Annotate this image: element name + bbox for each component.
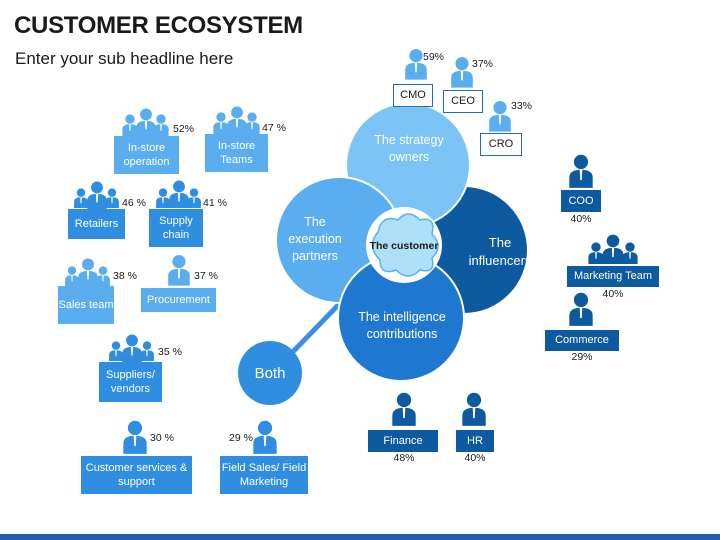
ceo-box: CEO bbox=[443, 90, 483, 113]
retailers-box: Retailers bbox=[68, 209, 125, 239]
customer-core bbox=[366, 207, 442, 283]
execution-label: The execution partners bbox=[288, 215, 342, 263]
customer-services-box: Customer services & support bbox=[81, 456, 192, 494]
procurement-pct: 37 % bbox=[194, 270, 218, 282]
field-sales-box: Field Sales/ Field Marketing bbox=[220, 456, 308, 494]
finance-box: Finance bbox=[368, 430, 438, 452]
customer-services-pct: 30 % bbox=[150, 432, 174, 444]
field-sales-pct: 29 % bbox=[229, 432, 253, 444]
page-title: CUSTOMER ECOSYSTEM bbox=[14, 12, 303, 39]
cmo-pct: 59% bbox=[423, 51, 445, 63]
strategy-label: The strategy owners bbox=[374, 133, 444, 164]
person-icon bbox=[95, 266, 111, 286]
person-icon bbox=[568, 292, 594, 326]
person-icon bbox=[122, 420, 148, 454]
intelligence-label: The intelligence contributions bbox=[358, 310, 446, 341]
sales-pct: 38 % bbox=[113, 270, 137, 282]
person-icon bbox=[186, 188, 202, 208]
person-icon bbox=[139, 341, 155, 361]
cmo-box: CMO bbox=[393, 84, 433, 107]
ceo-pct: 37% bbox=[472, 58, 494, 70]
supply-box: Supply chain bbox=[149, 209, 203, 247]
marketing-pct: 40% bbox=[602, 288, 624, 300]
sales-box: Sales team bbox=[58, 286, 114, 324]
instore-op-box: In-store operation bbox=[114, 136, 179, 174]
person-icon bbox=[461, 392, 487, 426]
person-icon bbox=[488, 100, 512, 132]
person-icon bbox=[568, 154, 594, 188]
instore-op-pct: 52% bbox=[173, 123, 195, 135]
instore-teams-box: In-store Teams bbox=[205, 134, 268, 172]
person-icon bbox=[167, 254, 191, 286]
marketing-box: Marketing Team bbox=[567, 266, 659, 287]
supply-pct: 41 % bbox=[203, 197, 227, 209]
customer-label: The customer bbox=[369, 240, 439, 252]
suppliers-box: Suppliers/ vendors bbox=[99, 362, 162, 402]
person-icon bbox=[621, 242, 639, 264]
suppliers-pct: 35 % bbox=[158, 346, 182, 358]
cro-box: CRO bbox=[480, 133, 522, 156]
hr-box: HR bbox=[456, 430, 494, 452]
retailers-pct: 46 % bbox=[122, 197, 146, 209]
both-label: Both bbox=[254, 365, 286, 382]
person-icon bbox=[450, 56, 474, 88]
person-icon bbox=[252, 420, 278, 454]
bottom-bar bbox=[0, 534, 720, 540]
person-icon bbox=[243, 112, 261, 134]
both-connector bbox=[283, 296, 347, 362]
commerce-pct: 29% bbox=[571, 351, 593, 363]
both-circle bbox=[238, 341, 302, 405]
person-icon bbox=[152, 114, 170, 136]
page-subtitle: Enter your sub headline here bbox=[15, 49, 234, 68]
person-icon bbox=[104, 188, 120, 208]
person-icon bbox=[391, 392, 417, 426]
coo-pct: 40% bbox=[570, 213, 592, 225]
hr-pct: 40% bbox=[464, 452, 486, 464]
finance-pct: 48% bbox=[393, 452, 415, 464]
procurement-box: Procurement bbox=[141, 288, 216, 312]
instore-teams-pct: 47 % bbox=[262, 122, 286, 134]
coo-box: COO bbox=[561, 190, 601, 212]
cro-pct: 33% bbox=[511, 100, 533, 112]
commerce-box: Commerce bbox=[545, 330, 619, 351]
influencers-label: The influencers bbox=[468, 235, 532, 268]
